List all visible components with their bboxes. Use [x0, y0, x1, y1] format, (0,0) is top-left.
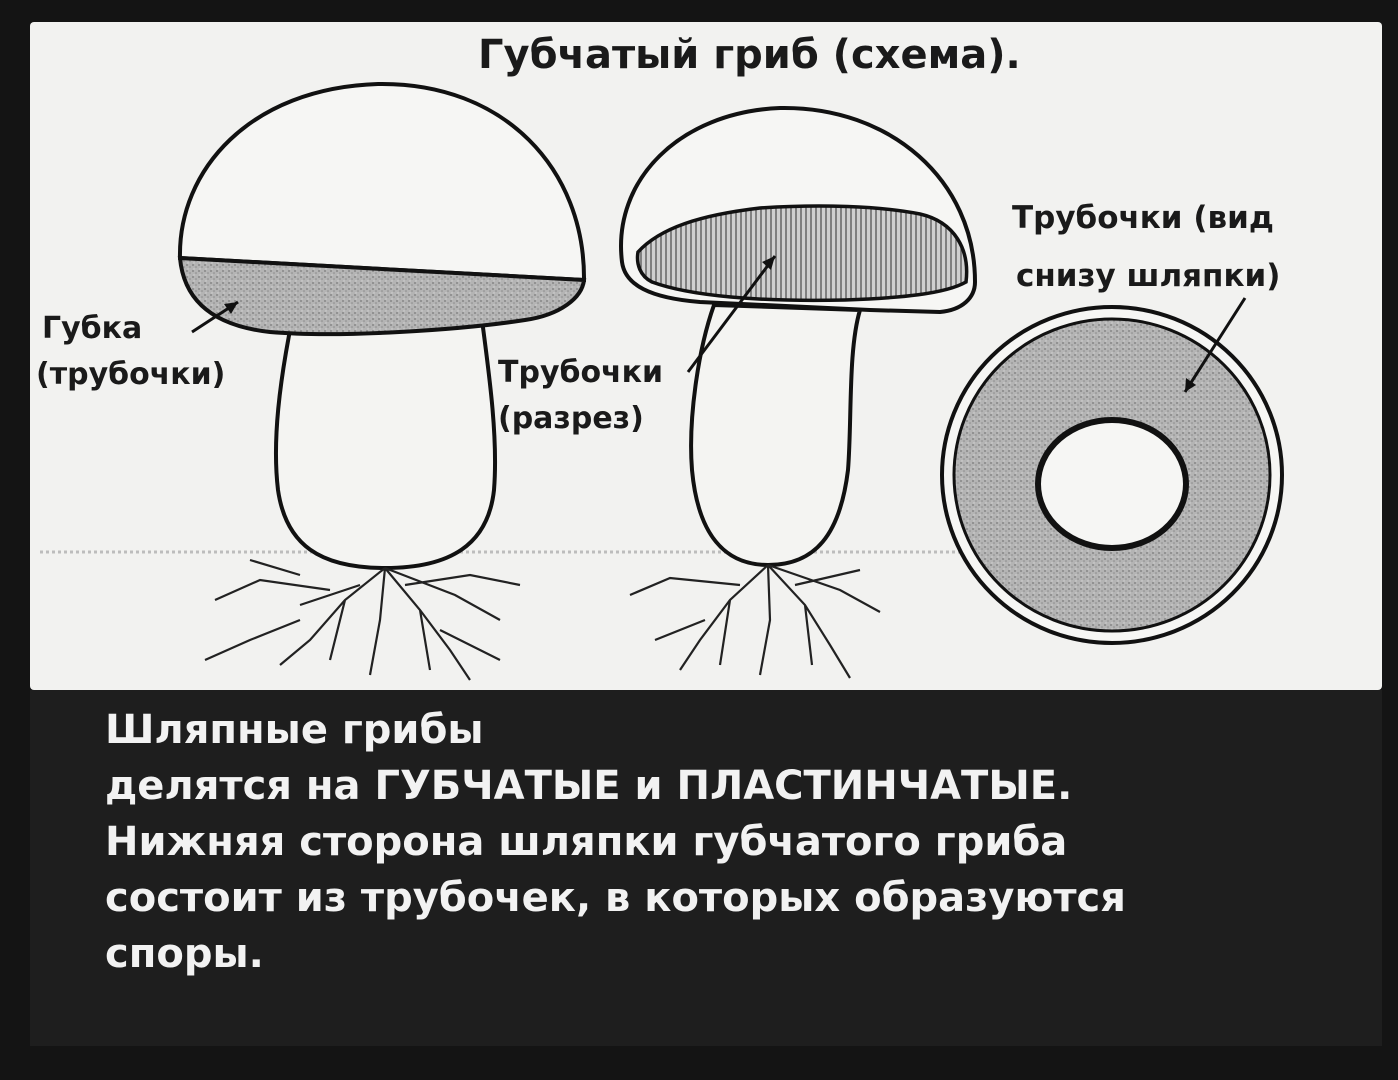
caption-panel [30, 690, 1382, 1046]
sponge-layer-1 [177, 255, 587, 337]
sponge-label-line2: (трубочки) [36, 357, 225, 392]
cap-bottom-view [940, 297, 1284, 645]
stem-attachment-circle [1035, 417, 1189, 551]
stem-1 [273, 318, 498, 571]
sponge-arrowhead [224, 302, 238, 314]
cap-1 [177, 81, 587, 283]
caption-text-block: Шляпные грибы делятся на ГУБЧАТЫЕ и ПЛАС… [105, 702, 1345, 982]
tubes-view-label-line2: снизу шляпки) [1016, 258, 1280, 294]
tubes-view-pointer-arrow [1183, 297, 1247, 393]
stem-2 [689, 302, 863, 568]
tubes-view-label-line1: Трубочки (вид [1012, 200, 1274, 236]
caption-line-4: состоит из трубочек, в которых образуютс… [105, 875, 1126, 921]
sponge-label-line1: Губка [42, 311, 142, 346]
caption-line-3: Нижняя сторона шляпки губчатого гриба [105, 819, 1068, 865]
mushroom-whole [177, 81, 587, 681]
diagram-title: Губчатый гриб (схема). [478, 32, 1021, 78]
caption-line-2: делятся на ГУБЧАТЫЕ и ПЛАСТИНЧАТЫЕ. [105, 763, 1073, 809]
caption-line-5: споры. [105, 931, 264, 977]
tubes-cut-arrowhead [762, 256, 775, 270]
roots-1 [204, 558, 521, 681]
tubes-cut-pointer-arrow [686, 255, 777, 373]
mushroom-section [619, 105, 978, 679]
tubes-view-arrowhead [1185, 378, 1196, 392]
tubes-cut-label-line1: Трубочки [498, 355, 663, 390]
caption-line-1: Шляпные грибы [105, 707, 484, 753]
roots-2 [629, 563, 881, 679]
tubes-cut-label-line2: (разрез) [498, 401, 644, 436]
tubes-section-layer [635, 204, 969, 303]
